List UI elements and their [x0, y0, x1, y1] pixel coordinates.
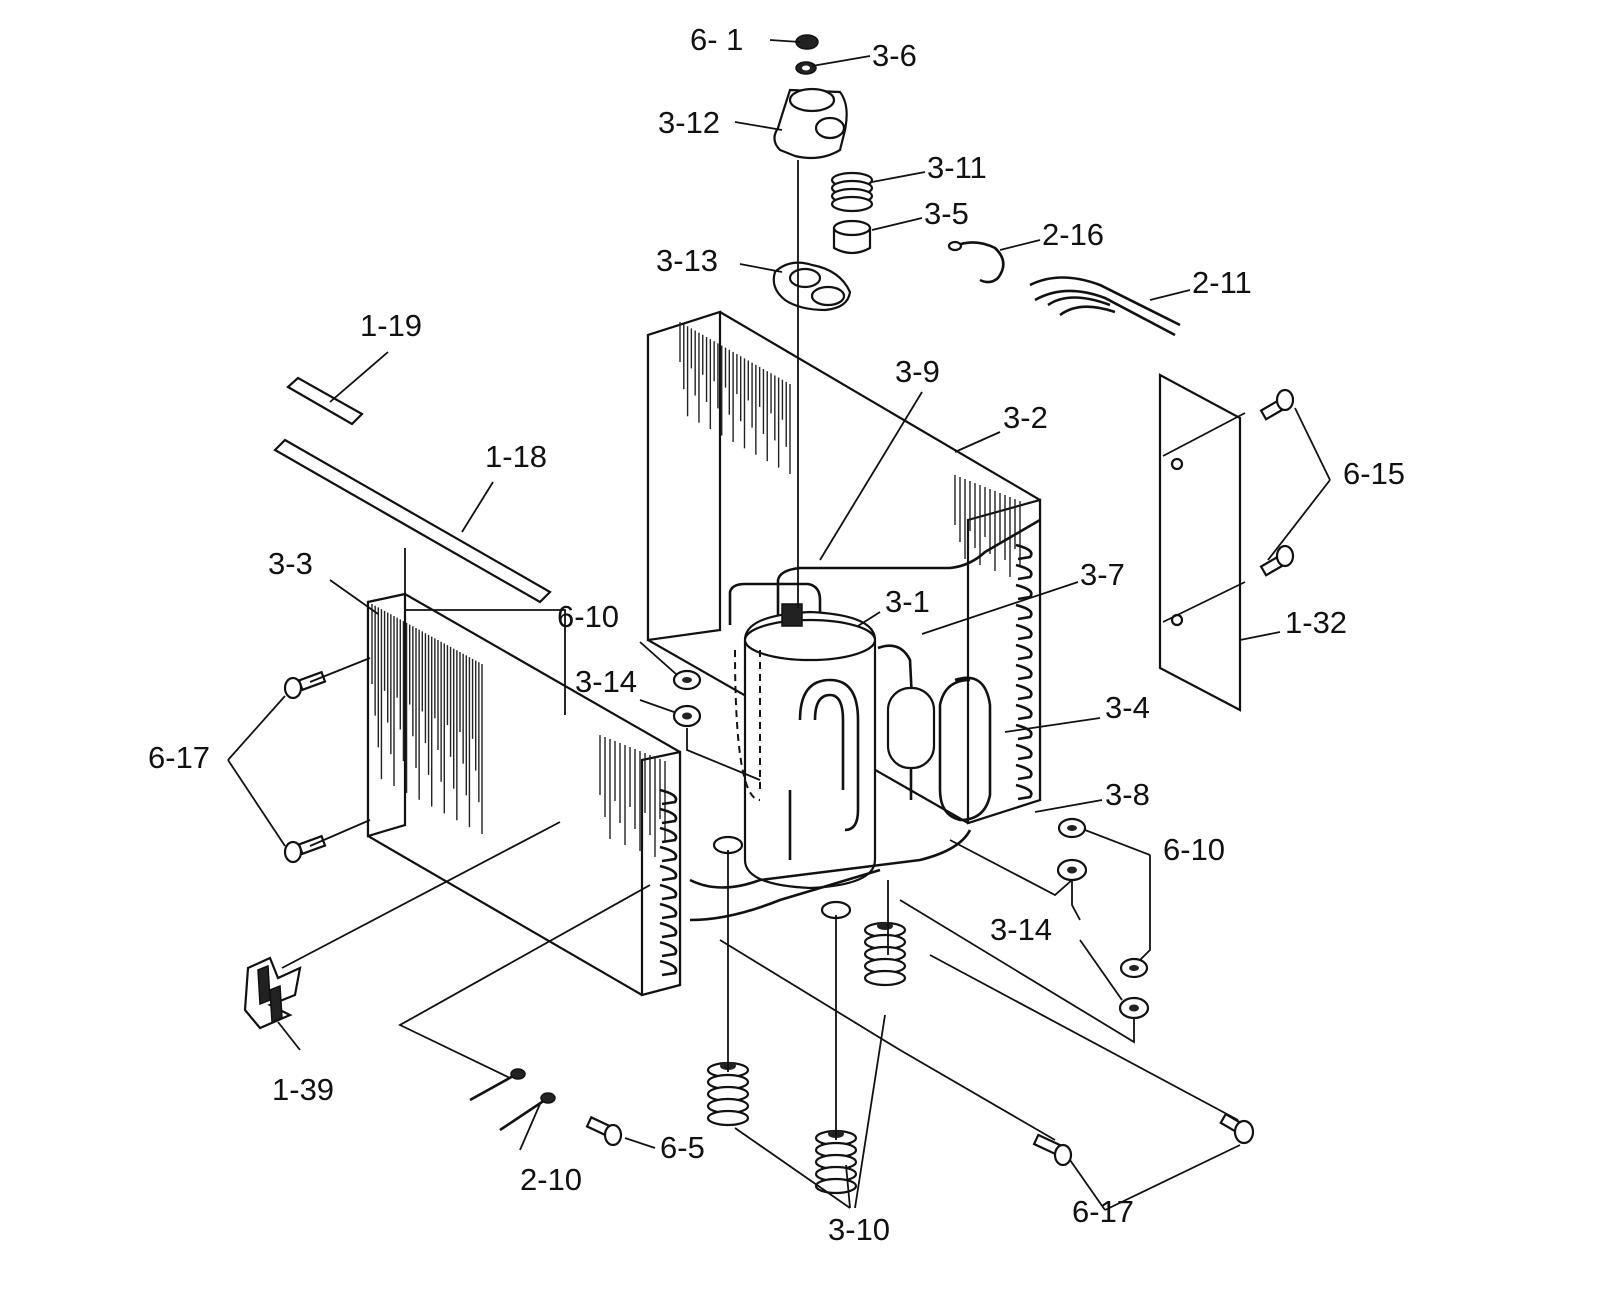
label-3-11: 3-11 — [927, 150, 987, 185]
label-3-2: 3-2 — [1003, 400, 1048, 435]
valve-body-icon — [773, 87, 848, 160]
strip-1-19-icon — [286, 376, 364, 426]
coil-tube-bends-icon — [659, 543, 1033, 977]
label-3-1: 3-1 — [885, 584, 930, 619]
label-6-1: 6- 1 — [690, 22, 743, 57]
spring-icon — [830, 171, 874, 213]
label-6-5: 6-5 — [660, 1130, 705, 1165]
label-3-13: 3-13 — [656, 243, 718, 278]
label-3-5: 3-5 — [924, 196, 969, 231]
screw-6-17-bottom-a-icon — [1032, 1133, 1073, 1167]
label-3-10: 3-10 — [828, 1212, 890, 1247]
label-3-14-left: 3-14 — [575, 664, 637, 699]
cable-2-11-icon — [1029, 276, 1181, 337]
label-1-18: 1-18 — [485, 439, 547, 474]
cap-6-1-icon — [795, 34, 819, 75]
strip-1-18-icon — [273, 438, 552, 604]
screw-6-15-top-icon — [1259, 388, 1295, 421]
label-6-15: 6-15 — [1343, 456, 1405, 491]
label-1-39: 1-39 — [272, 1072, 334, 1107]
label-6-10-left: 6-10 — [557, 599, 619, 634]
bracket-1-39-icon — [243, 956, 302, 1030]
terminal-2-10-icon — [469, 1068, 556, 1132]
pipe-loop-icon — [728, 582, 822, 625]
label-1-19: 1-19 — [360, 308, 422, 343]
grommet-3-14-right-top-icon — [1056, 858, 1088, 882]
label-2-10: 2-10 — [520, 1162, 582, 1197]
compressor-icon — [734, 603, 914, 890]
label-3-7: 3-7 — [1080, 557, 1125, 592]
part-labels: 6- 1 3-6 3-12 3-11 3-5 3-13 2-16 2-11 1-… — [148, 22, 1405, 1247]
suction-tube-icon — [689, 868, 881, 922]
rubber-mounts-3-10-icon — [706, 921, 907, 1195]
label-3-4: 3-4 — [1105, 690, 1150, 725]
grommet-3-14-right-bottom-icon — [1118, 996, 1150, 1020]
label-2-16: 2-16 — [1042, 217, 1104, 252]
label-3-8: 3-8 — [1105, 777, 1150, 812]
plunger-3-5-icon — [832, 219, 872, 255]
grommet-6-10-right-top-icon — [1057, 817, 1087, 839]
screw-6-17-bottom-b-icon — [1219, 1112, 1255, 1145]
screw-6-17-left-top-icon — [283, 670, 327, 700]
label-3-9: 3-9 — [895, 354, 940, 389]
grommet-6-10-right-bottom-icon — [1119, 957, 1149, 979]
grommet-3-14-left-icon — [672, 704, 702, 728]
label-1-32: 1-32 — [1285, 605, 1347, 640]
grommet-6-10-left-icon — [672, 669, 702, 691]
label-3-12: 3-12 — [658, 105, 720, 140]
front-condenser-coil-icon — [366, 592, 682, 997]
label-6-17-bottom: 6-17 — [1072, 1194, 1134, 1229]
gasket-3-13-icon — [772, 261, 852, 312]
label-2-11: 2-11 — [1192, 265, 1252, 300]
label-6-10-right: 6-10 — [1163, 832, 1225, 867]
screw-6-5-icon — [585, 1115, 623, 1147]
drawing — [227, 34, 1331, 1211]
accumulator-icon — [886, 686, 936, 800]
pipe-3-9-icon — [776, 518, 1041, 622]
panel-1-32-icon — [1158, 373, 1242, 712]
screw-6-17-left-bottom-icon — [283, 834, 327, 864]
loop-tube-3-4-icon — [938, 676, 992, 822]
label-3-3: 3-3 — [268, 546, 313, 581]
leader-lines — [227, 39, 1331, 1211]
discharge-tube-icon — [689, 829, 972, 889]
label-3-14-right: 3-14 — [990, 912, 1052, 947]
label-3-6: 3-6 — [872, 38, 917, 73]
screw-6-15-bottom-icon — [1259, 544, 1295, 577]
label-6-17-left: 6-17 — [148, 740, 210, 775]
clip-2-16-icon — [954, 241, 1005, 284]
